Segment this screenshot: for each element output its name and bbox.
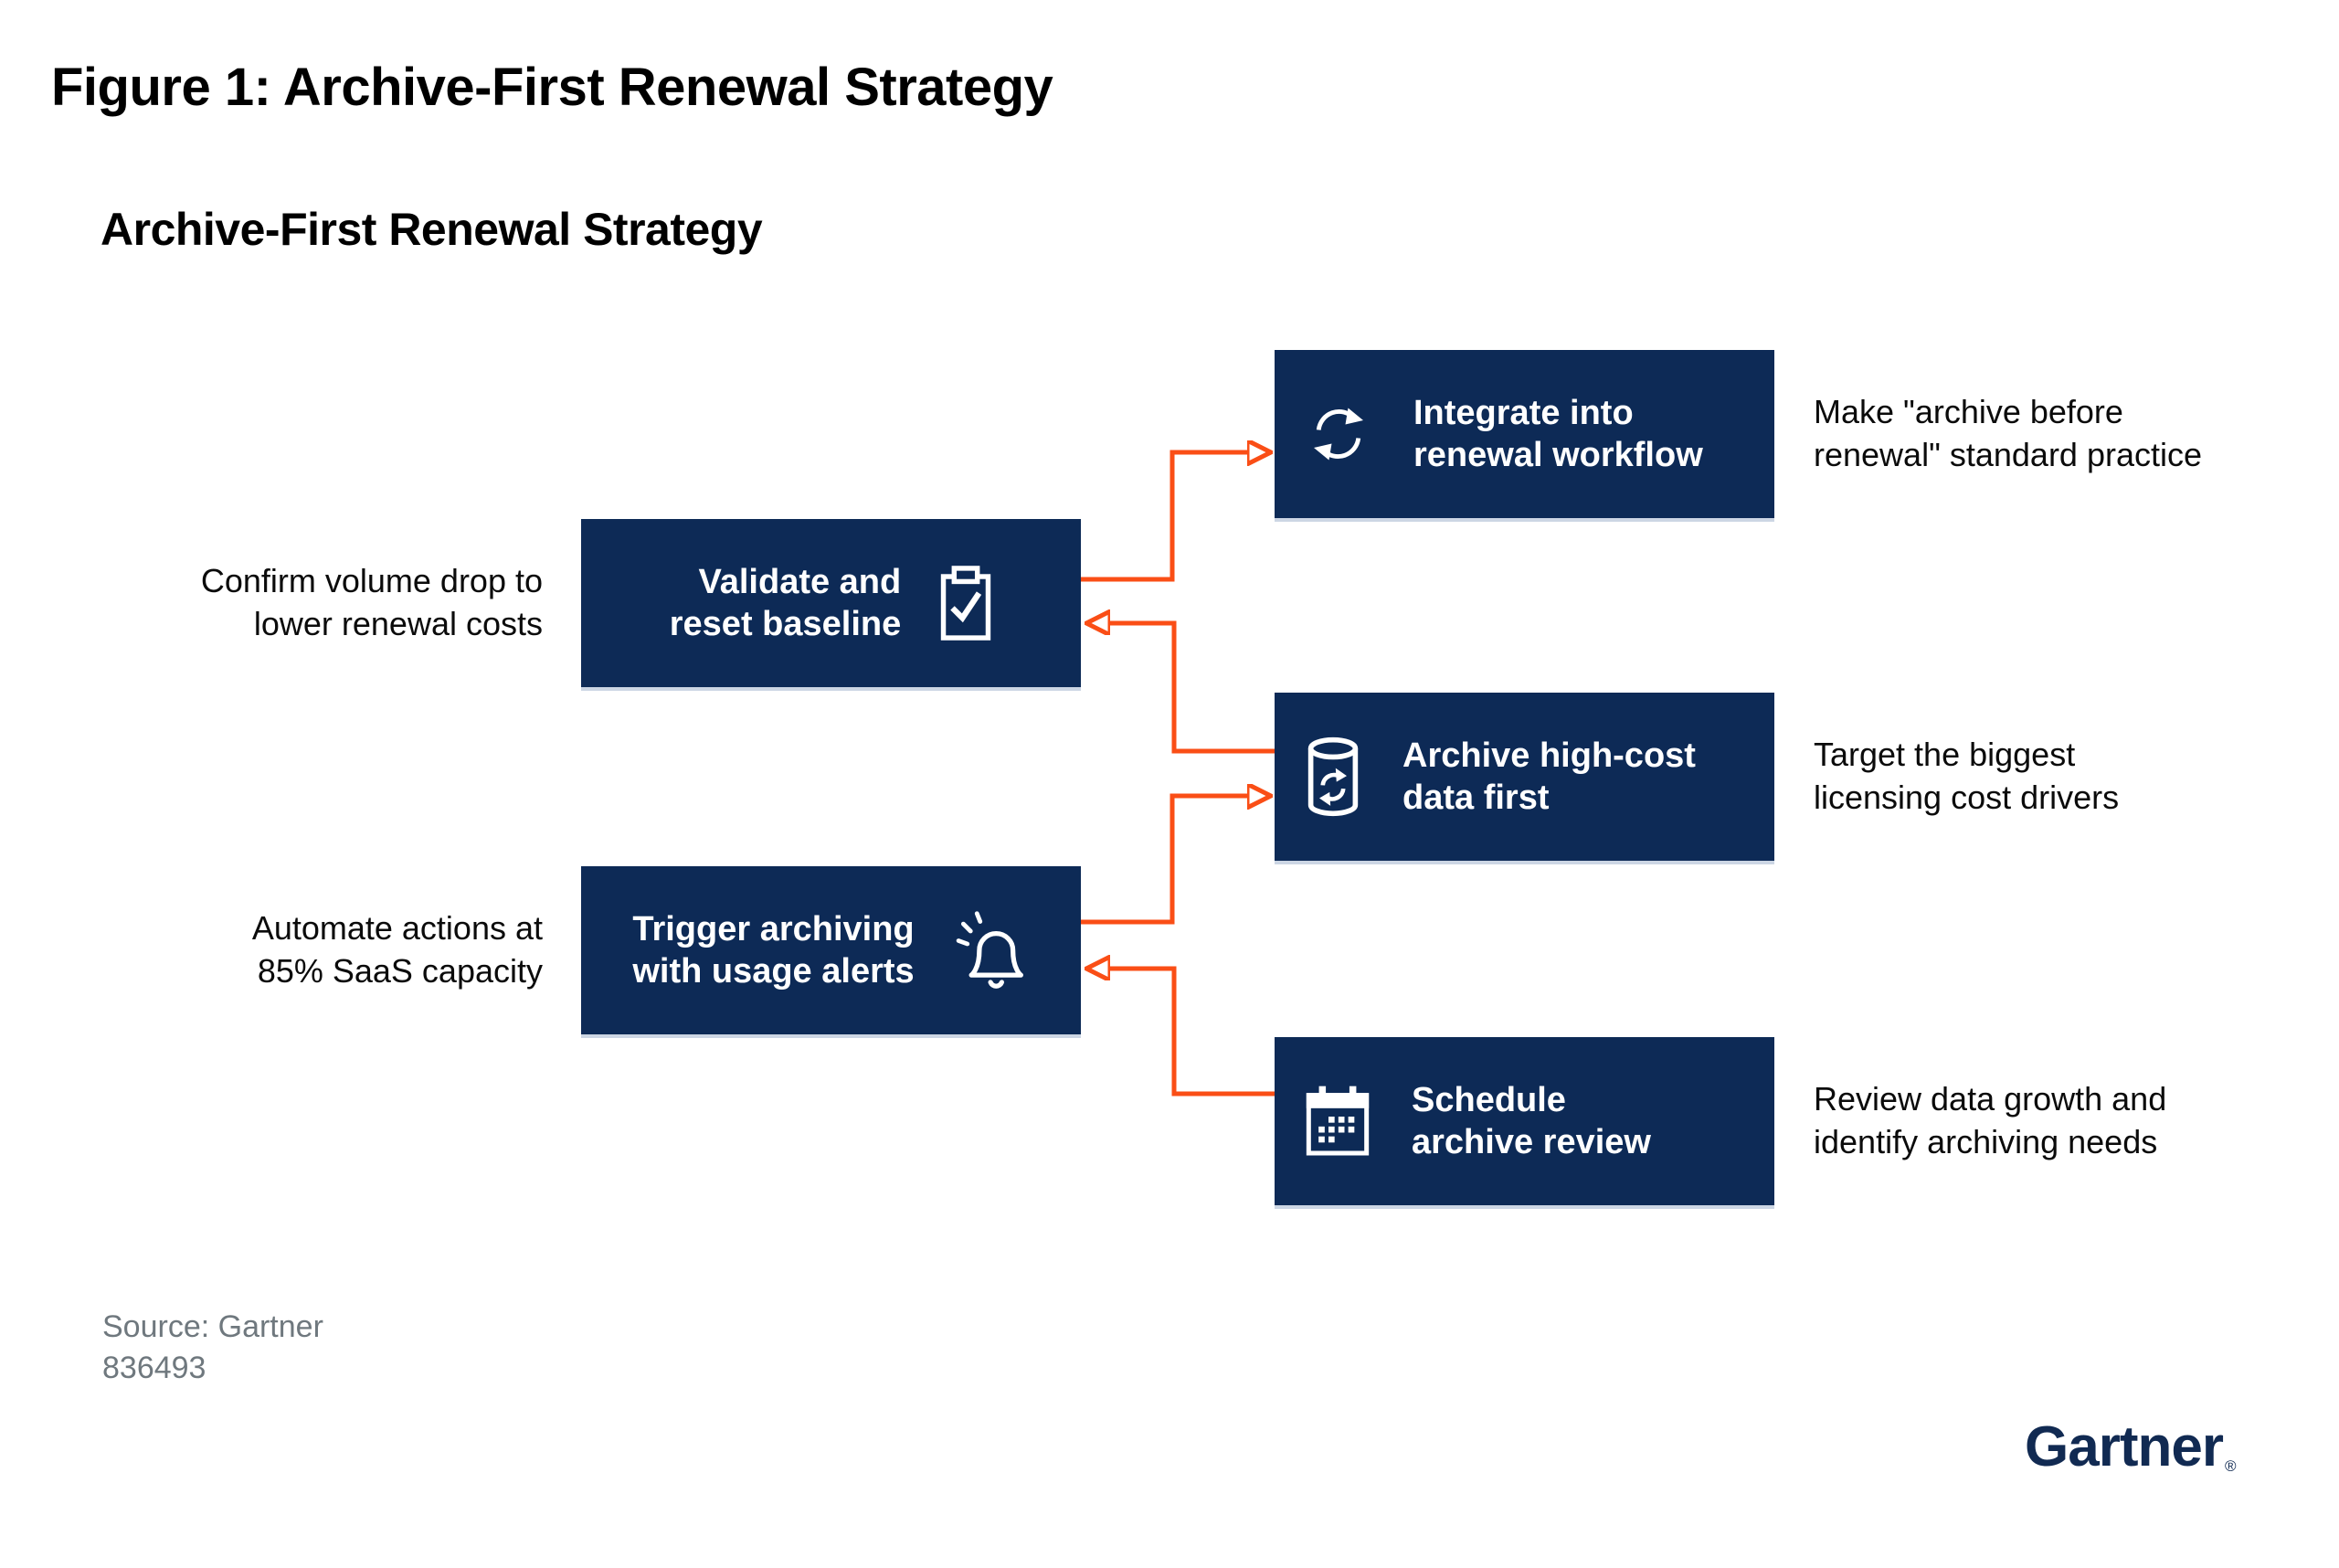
- annotation-line2: identify archiving needs: [1814, 1123, 2158, 1160]
- node-label: Validate and reset baseline: [670, 561, 901, 645]
- node-label-line1: Schedule: [1412, 1081, 1566, 1119]
- node-label-line2: renewal workflow: [1413, 436, 1703, 474]
- database-sync-icon: [1306, 736, 1360, 818]
- annotation-validate: Confirm volume drop to lower renewal cos…: [137, 559, 543, 645]
- diagram-title: Archive-First Renewal Strategy: [101, 204, 763, 255]
- node-archive-high-cost-data-first: Archive high-cost data first: [1275, 693, 1774, 861]
- clipboard-check-icon: [939, 565, 992, 641]
- annotation-line2: lower renewal costs: [253, 605, 543, 642]
- source-note: Source: Gartner 836493: [102, 1307, 323, 1389]
- node-label-line2: archive review: [1412, 1123, 1651, 1161]
- gartner-logo-text: Gartner: [2025, 1415, 2224, 1478]
- source-id: 836493: [102, 1351, 206, 1385]
- node-label-line1: Trigger archiving: [632, 910, 915, 948]
- sync-arrows-icon: [1306, 401, 1371, 467]
- annotation-line2: renewal" standard practice: [1814, 436, 2203, 473]
- calendar-icon: [1306, 1081, 1370, 1161]
- node-label-line2: with usage alerts: [632, 952, 915, 991]
- annotation-line1: Review data growth and: [1814, 1080, 2167, 1118]
- node-label-line2: reset baseline: [669, 605, 902, 643]
- annotation-schedule: Review data growth and identify archivin…: [1814, 1077, 2289, 1163]
- gartner-logo: Gartner®: [2025, 1414, 2236, 1479]
- node-schedule-archive-review: Schedule archive review: [1275, 1037, 1774, 1205]
- bell-alert-icon: [953, 908, 1030, 992]
- node-label: Integrate into renewal workflow: [1413, 392, 1703, 476]
- node-label: Trigger archiving with usage alerts: [632, 908, 914, 992]
- annotation-trigger: Automate actions at 85% SaaS capacity: [137, 906, 543, 992]
- node-label-line1: Validate and: [698, 563, 902, 601]
- node-label-line1: Archive high-cost: [1402, 736, 1696, 775]
- node-trigger-archiving-usage-alerts: Trigger archiving with usage alerts: [581, 866, 1081, 1034]
- arrow-schedule-to-trigger: [1108, 969, 1276, 1097]
- arrow-trigger-to-archive: [1079, 796, 1249, 925]
- arrow-validate-to-integrate: [1079, 452, 1249, 582]
- figure-title: Figure 1: Archive-First Renewal Strategy: [51, 58, 1053, 117]
- source-line: Source: Gartner: [102, 1309, 323, 1344]
- node-label: Archive high-cost data first: [1402, 735, 1696, 819]
- node-validate-reset-baseline: Validate and reset baseline: [581, 519, 1081, 687]
- annotation-line1: Make "archive before: [1814, 393, 2123, 430]
- node-integrate-renewal-workflow: Integrate into renewal workflow: [1275, 350, 1774, 518]
- annotation-line2: licensing cost drivers: [1814, 779, 2120, 816]
- node-label: Schedule archive review: [1412, 1079, 1651, 1163]
- node-label-line1: Integrate into: [1413, 394, 1634, 432]
- annotation-archive: Target the biggest licensing cost driver…: [1814, 733, 2289, 819]
- annotation-integrate: Make "archive before renewal" standard p…: [1814, 390, 2289, 476]
- node-label-line2: data first: [1402, 779, 1550, 817]
- annotation-line1: Confirm volume drop to: [200, 562, 543, 599]
- registered-trademark-icon: ®: [2224, 1457, 2236, 1475]
- annotation-line2: 85% SaaS capacity: [257, 952, 543, 990]
- annotation-line1: Automate actions at: [251, 909, 543, 947]
- annotation-line1: Target the biggest: [1814, 736, 2076, 773]
- arrow-archive-to-validate: [1108, 623, 1276, 754]
